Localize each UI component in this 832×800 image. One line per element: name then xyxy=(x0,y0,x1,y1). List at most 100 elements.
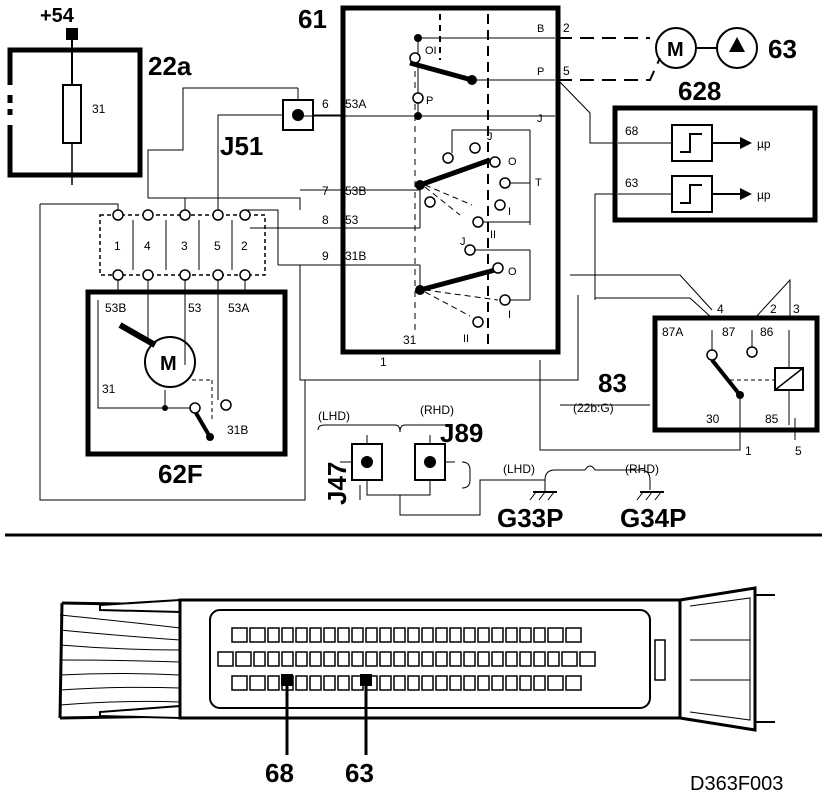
ecu-pin xyxy=(379,675,392,691)
label-j47: J47 xyxy=(322,462,352,505)
ecu-pin xyxy=(519,675,532,691)
connector-pin-top xyxy=(239,209,251,221)
ecu-pin xyxy=(533,675,546,691)
ecu-pin xyxy=(547,651,560,667)
label-i-upper: I xyxy=(508,206,511,218)
motor-62f-m xyxy=(144,336,196,388)
label-t-upper: T xyxy=(535,177,542,189)
label-i-lower: I xyxy=(508,309,511,321)
motor-31b: 31B xyxy=(227,423,248,437)
fuse-31 xyxy=(62,84,82,144)
label-j-upper: J xyxy=(487,131,493,143)
wire-labels: 6 53A 7 53B 8 53 9 31B 1 xyxy=(322,97,387,369)
label-j-lower: J xyxy=(460,236,466,248)
ecu-pin xyxy=(449,627,462,643)
wire-9: 9 xyxy=(322,249,329,263)
ecu-pin xyxy=(565,675,582,691)
ecu-pin xyxy=(365,627,378,643)
ecu-pin xyxy=(491,627,504,643)
ecu-pin xyxy=(463,627,476,643)
ecu-pin xyxy=(217,651,234,667)
connector-pin-label: 3 xyxy=(181,239,188,253)
connector-pin-label: 4 xyxy=(144,239,151,253)
ecu-pin xyxy=(449,675,462,691)
ecu-pin xyxy=(547,675,564,691)
motor-31: 31 xyxy=(102,382,116,396)
ecu-pin xyxy=(249,627,266,643)
label-61: 61 xyxy=(298,4,327,34)
ecu-pin xyxy=(235,651,252,667)
ecu-pin xyxy=(463,651,476,667)
ecu-pin xyxy=(351,651,364,667)
motor-62f-m-label: M xyxy=(160,353,177,375)
ecu-up-2: µp xyxy=(757,188,771,202)
relay-w2: 2 xyxy=(770,302,777,316)
ecu-connector: 68 63 xyxy=(58,586,775,788)
wire-6: 6 xyxy=(322,97,329,111)
pin-30: 30 xyxy=(706,412,720,426)
ecu-pin xyxy=(547,627,564,643)
ecu-pin xyxy=(533,627,546,643)
connector-pin-top xyxy=(142,209,154,221)
ecu-pin xyxy=(477,627,490,643)
ecu-pin xyxy=(337,651,350,667)
ecu-pin xyxy=(295,651,308,667)
ecu-pin xyxy=(365,651,378,667)
ecu-pin xyxy=(267,675,280,691)
ecu-pin xyxy=(323,675,336,691)
ecu-pin xyxy=(407,651,420,667)
component-63-pump: M 63 2 5 xyxy=(558,21,797,81)
label-63: 63 xyxy=(768,34,797,64)
ecu-pin xyxy=(309,627,322,643)
pin-87a: 87A xyxy=(662,325,683,339)
pump-arrow-icon xyxy=(729,37,745,52)
label-lhd-bottom: (LHD) xyxy=(503,462,535,476)
wire-53b: 53B xyxy=(345,184,366,198)
ecu-pin xyxy=(407,675,420,691)
label-p: P xyxy=(537,66,544,78)
ecu-pin xyxy=(231,627,248,643)
ecu-in-68: 68 xyxy=(625,124,639,138)
wire-8: 8 xyxy=(322,213,329,227)
ecu-pin xyxy=(393,627,406,643)
ecu-pin xyxy=(505,627,518,643)
ecu-pin xyxy=(421,675,434,691)
label-lhd-top: (LHD) xyxy=(318,409,350,423)
ecu-pin xyxy=(519,651,532,667)
figure-code: D363F003 xyxy=(690,773,783,795)
ecu-pin xyxy=(231,675,248,691)
callout-68: 68 xyxy=(265,758,294,788)
relay-83: 83 (22b:G) 87A 87 86 30 85 4 2 3 1 5 xyxy=(573,302,820,458)
ecu-pin xyxy=(491,675,504,691)
label-62f: 62F xyxy=(158,459,203,489)
connector-pin-bottom xyxy=(239,269,251,281)
splices-j47-j89: J89 J47 (LHD) (RHD) xyxy=(317,403,500,516)
label-o-upper: O xyxy=(508,156,517,168)
ecu-628: 628 68 63 µp µp xyxy=(612,76,818,223)
connector-pin-bottom xyxy=(179,269,191,281)
ecu-up-1: µp xyxy=(757,137,771,151)
ecu-pin xyxy=(407,627,420,643)
label-22a-pin: 31 xyxy=(92,102,106,116)
connector-pin-top xyxy=(112,209,124,221)
ecu-connector-pins xyxy=(217,627,596,691)
label-b: B xyxy=(537,23,544,35)
callout-63: 63 xyxy=(345,758,374,788)
ecu-pin xyxy=(393,675,406,691)
label-628: 628 xyxy=(678,76,721,106)
relay-w4: 4 xyxy=(717,302,724,316)
splice-j51: J51 xyxy=(147,87,343,210)
label-rhd-top: (RHD) xyxy=(420,403,454,417)
ecu-pin xyxy=(435,675,448,691)
label-p-small: P xyxy=(426,95,433,107)
ecu-pin xyxy=(463,675,476,691)
label-oi: OI xyxy=(425,45,437,57)
motor-62f: 62F M 53B 53 53A 31 31B xyxy=(85,280,288,489)
ecu-pin xyxy=(505,675,518,691)
label-j: J xyxy=(537,113,543,125)
connector-pin-label: 1 xyxy=(114,239,121,253)
ecu-pin xyxy=(579,651,596,667)
connector-pin-label: 2 xyxy=(241,239,248,253)
ecu-pin xyxy=(421,651,434,667)
relay-w1: 1 xyxy=(745,444,752,458)
